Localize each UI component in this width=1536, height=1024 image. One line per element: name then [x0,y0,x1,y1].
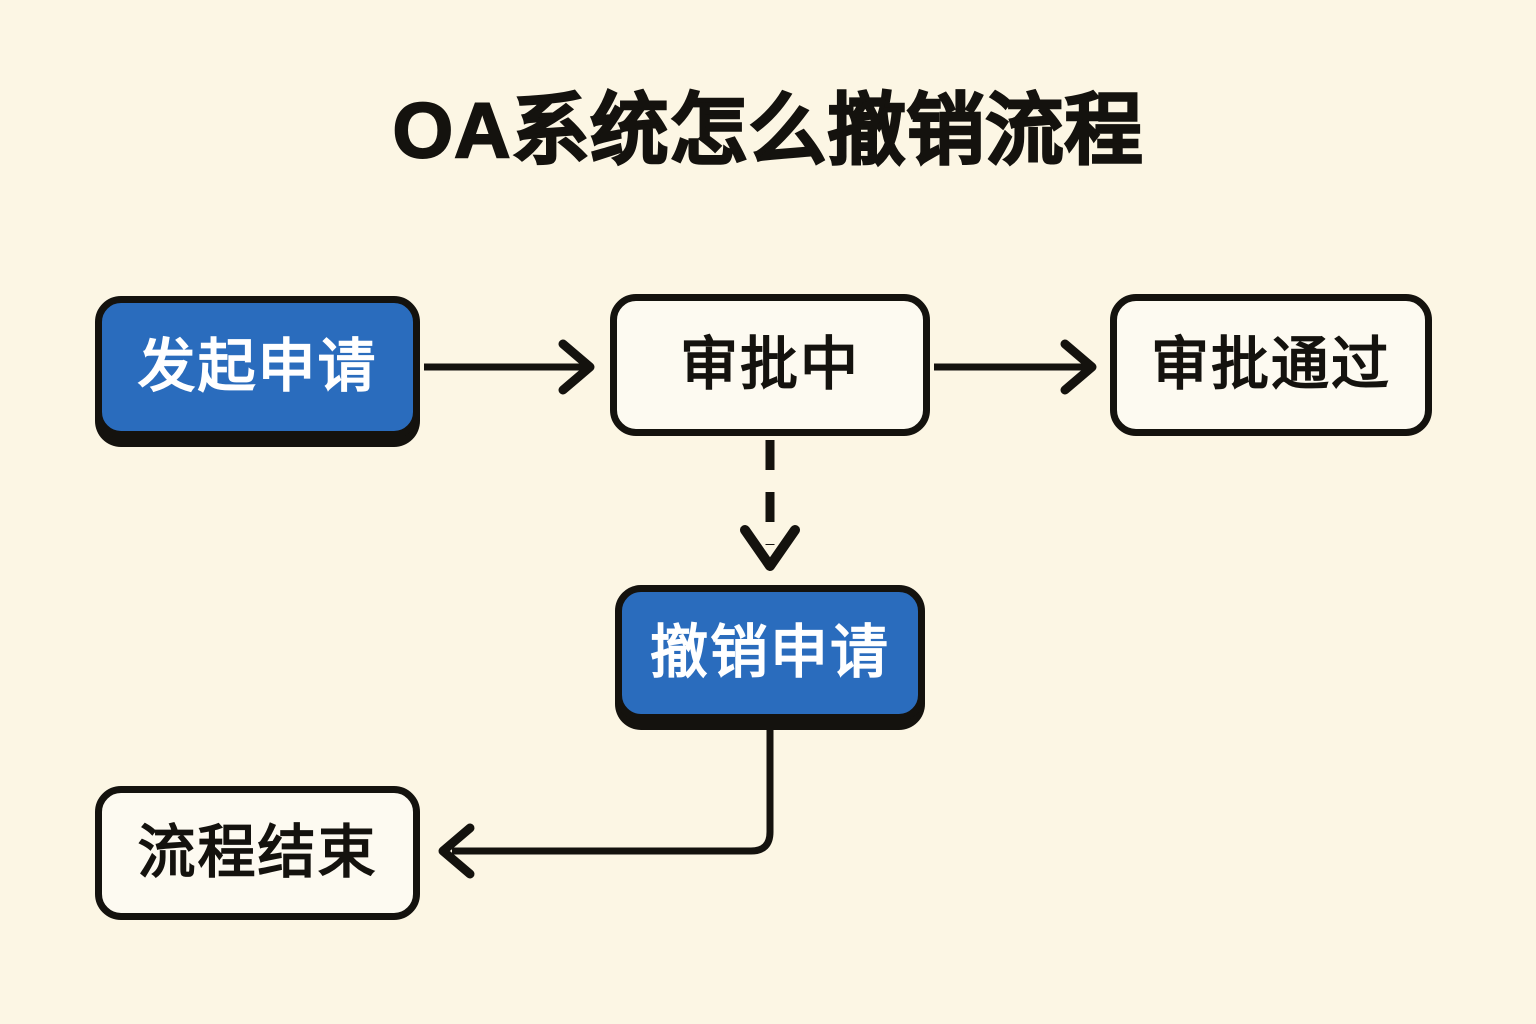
node-label: 撤销申请 [649,620,890,685]
node-label: 审批通过 [1150,332,1391,397]
node-label: 审批中 [679,332,860,397]
node-label: 发起申请 [137,334,378,399]
edge-approving-to-approved [934,339,1097,395]
edge-cancel-to-end [438,724,774,879]
node-under-approval[interactable]: 审批中 [610,294,930,436]
node-initiate-application[interactable]: 发起申请 [95,296,420,438]
edge-approving-to-cancel [740,440,800,571]
node-label: 流程结束 [137,820,378,885]
page-title: OA系统怎么撤销流程 [391,85,1144,175]
node-process-end[interactable]: 流程结束 [95,786,420,920]
node-cancel-application[interactable]: 撤销申请 [615,585,925,721]
node-approval-passed[interactable]: 审批通过 [1110,294,1432,436]
edge-start-to-approving [424,339,595,395]
